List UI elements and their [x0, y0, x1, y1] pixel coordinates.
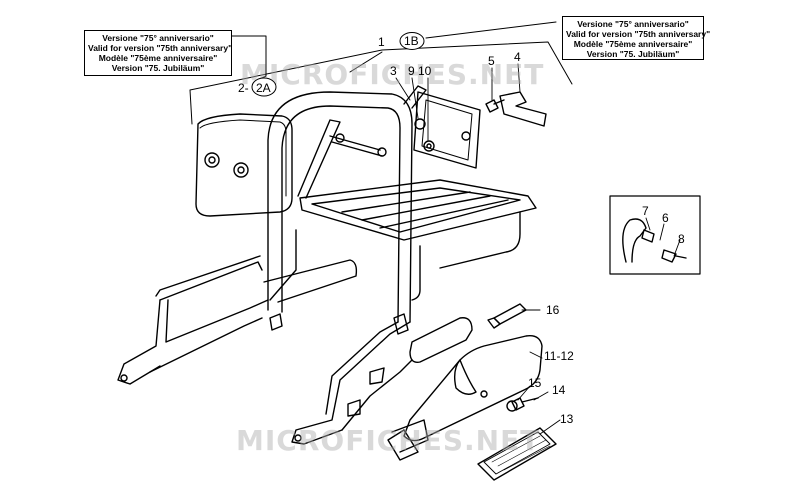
label-2a-circle — [251, 77, 277, 97]
carrier-frame — [117, 91, 537, 445]
bracket-3 — [403, 85, 427, 109]
screw-14 — [506, 397, 539, 412]
note-right-line-3: Modèle "75ème anniversaire" — [573, 39, 693, 49]
reflector-plate — [413, 91, 481, 169]
label-10: 10 — [418, 64, 432, 78]
note-left-line-1: Versione "75° anniversario" — [102, 33, 214, 43]
label-13: 13 — [560, 412, 574, 426]
group-1-leader — [189, 41, 573, 125]
backrest-pad — [195, 113, 293, 217]
label-2: 2- — [238, 81, 249, 95]
note-left-line-3: Modèle "75ème anniversaire" — [98, 53, 218, 63]
label-2a: 2A — [256, 81, 271, 95]
label-7: 7 — [642, 204, 649, 218]
tab-4 — [499, 91, 547, 127]
label-8: 8 — [678, 232, 685, 246]
note-right-line-4: Version "75. Jubiläum" — [586, 49, 680, 59]
label-6: 6 — [662, 211, 669, 225]
label-5: 5 — [488, 54, 495, 68]
note-right-line-1: Versione "75° anniversario" — [577, 19, 689, 29]
inset-detail — [609, 195, 701, 275]
label-16: 16 — [546, 303, 560, 317]
label-1b: 1B — [404, 34, 419, 48]
note-left-line-4: Version "75. Jubiläum" — [111, 63, 205, 73]
reflector-13 — [477, 427, 557, 481]
label-1: 1 — [378, 35, 385, 49]
label-11-12: 11-12 — [544, 349, 574, 363]
label-3: 3 — [390, 64, 397, 78]
label-1b-circle — [399, 32, 425, 50]
label-leaders — [395, 63, 681, 435]
watermark-bottom: MICROFICHES.NET — [236, 424, 541, 457]
watermark-top: MICROFICHES.NET — [240, 58, 545, 91]
note-left: Versione "75° anniversario" Valid for ve… — [84, 30, 232, 76]
note-right: Versione "75° anniversario" Valid for ve… — [562, 16, 711, 60]
label-14: 14 — [552, 383, 566, 397]
pin-16 — [487, 303, 527, 329]
note-left-line-2: Valid for version "75th anniversary" — [88, 43, 233, 53]
label-9: 9 — [408, 64, 415, 78]
label-4: 4 — [514, 50, 521, 64]
label-15: 15 — [528, 376, 542, 390]
bolt-5 — [485, 99, 505, 113]
note-right-line-2: Valid for version "75th anniversary" — [566, 29, 711, 39]
